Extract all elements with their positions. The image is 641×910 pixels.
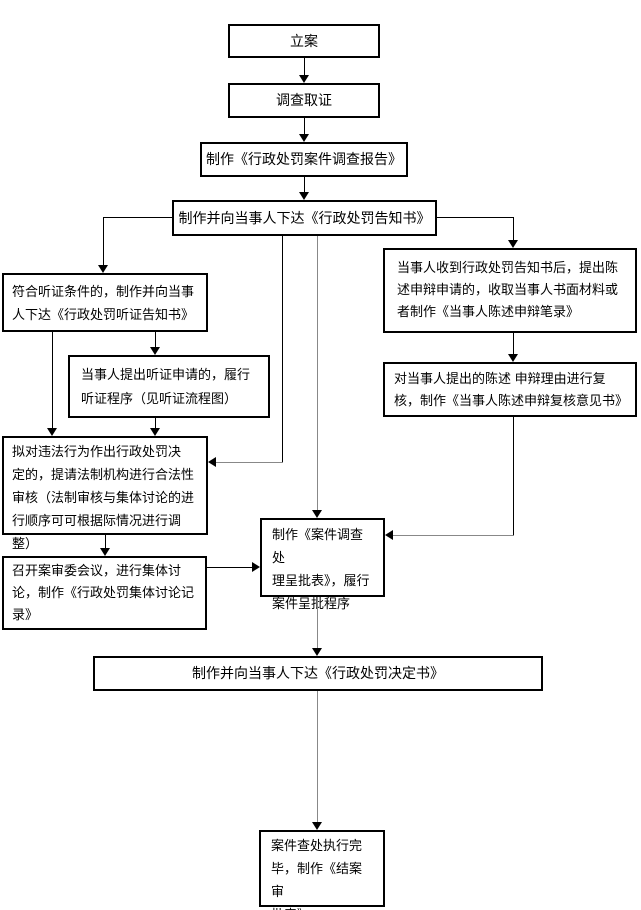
node-collective-discussion: 召开案审委会议，进行集体讨 论，制作《行政处罚集体讨论记 录》	[2, 556, 207, 630]
node-penalty-decision: 制作并向当事人下达《行政处罚决定书》	[93, 656, 543, 691]
arrowhead-down-icon	[508, 240, 518, 248]
connector-notice-approval-line	[317, 236, 318, 510]
connector-notice-statement-hline	[437, 217, 514, 218]
connector-report-notice-line	[304, 177, 305, 192]
connector-notice-hearingnotice-vline	[103, 217, 104, 265]
connector-filing-investigation-line	[304, 58, 305, 75]
arrowhead-left-icon	[208, 457, 216, 467]
connector-notice-legality-vline	[282, 236, 283, 462]
arrowhead-right-icon	[252, 562, 260, 572]
node-penalty-notice: 制作并向当事人下达《行政处罚告知书》	[172, 200, 437, 236]
connector-hearingnotice-legality-line	[52, 332, 53, 428]
connector-investigation-report-line	[304, 118, 305, 134]
node-case-closing: 案件查处执行完 毕，制作《结案审 批表》	[259, 830, 385, 910]
connector-hearingnotice-procedure-line	[155, 332, 156, 347]
connector-review-approval-hline	[393, 535, 514, 536]
node-hearing-procedure: 当事人提出听证申请的，履行 听证程序（见听证流程图）	[68, 355, 270, 418]
connector-notice-legality-hline	[216, 462, 283, 463]
node-filing: 立案	[228, 24, 380, 58]
connector-notice-statement-vline	[513, 217, 514, 240]
arrowhead-down-icon	[98, 265, 108, 273]
arrowhead-down-icon	[47, 428, 57, 436]
connector-review-approval-vline	[513, 417, 514, 535]
connector-approval-decision-line	[317, 597, 318, 648]
connector-procedure-legality-line	[155, 418, 156, 428]
node-legality-review: 拟对违法行为作出行政处罚决 定的，提请法制机构进行合法性 审核（法制审核与集体讨…	[2, 436, 208, 551]
node-investigation: 调查取证	[228, 83, 380, 118]
node-approval-form: 制作《案件调查处 理呈批表》，履行 案件呈批程序	[260, 518, 385, 611]
connector-decision-closing-line	[317, 691, 318, 822]
connector-discussion-approval-line	[207, 567, 252, 568]
arrowhead-down-icon	[299, 192, 309, 200]
connector-notice-hearingnotice-hline	[103, 217, 172, 218]
arrowhead-down-icon	[312, 510, 322, 518]
arrowhead-down-icon	[508, 354, 518, 362]
node-statement-defense-receive: 当事人收到行政处罚告知书后，提出陈 述申辩申请的，收取当事人书面材料或 者制作《…	[383, 248, 637, 333]
arrowhead-left-icon	[385, 530, 393, 540]
arrowhead-down-icon	[100, 548, 110, 556]
connector-legality-discussion-line	[105, 535, 106, 548]
node-statement-defense-review: 对当事人提出的陈述 申辩理由进行复 核，制作《当事人陈述申辩复核意见书》	[383, 362, 637, 417]
node-investigation-report: 制作《行政处罚案件调查报告》	[200, 142, 408, 177]
arrowhead-down-icon	[150, 347, 160, 355]
arrowhead-down-icon	[312, 648, 322, 656]
arrowhead-down-icon	[150, 428, 160, 436]
arrowhead-down-icon	[299, 75, 309, 83]
arrowhead-down-icon	[299, 134, 309, 142]
arrowhead-down-icon	[312, 822, 322, 830]
node-hearing-notice: 符合听证条件的，制作并向当事 人下达《行政处罚听证告知书》	[2, 273, 208, 332]
connector-statement-review-line	[513, 333, 514, 354]
